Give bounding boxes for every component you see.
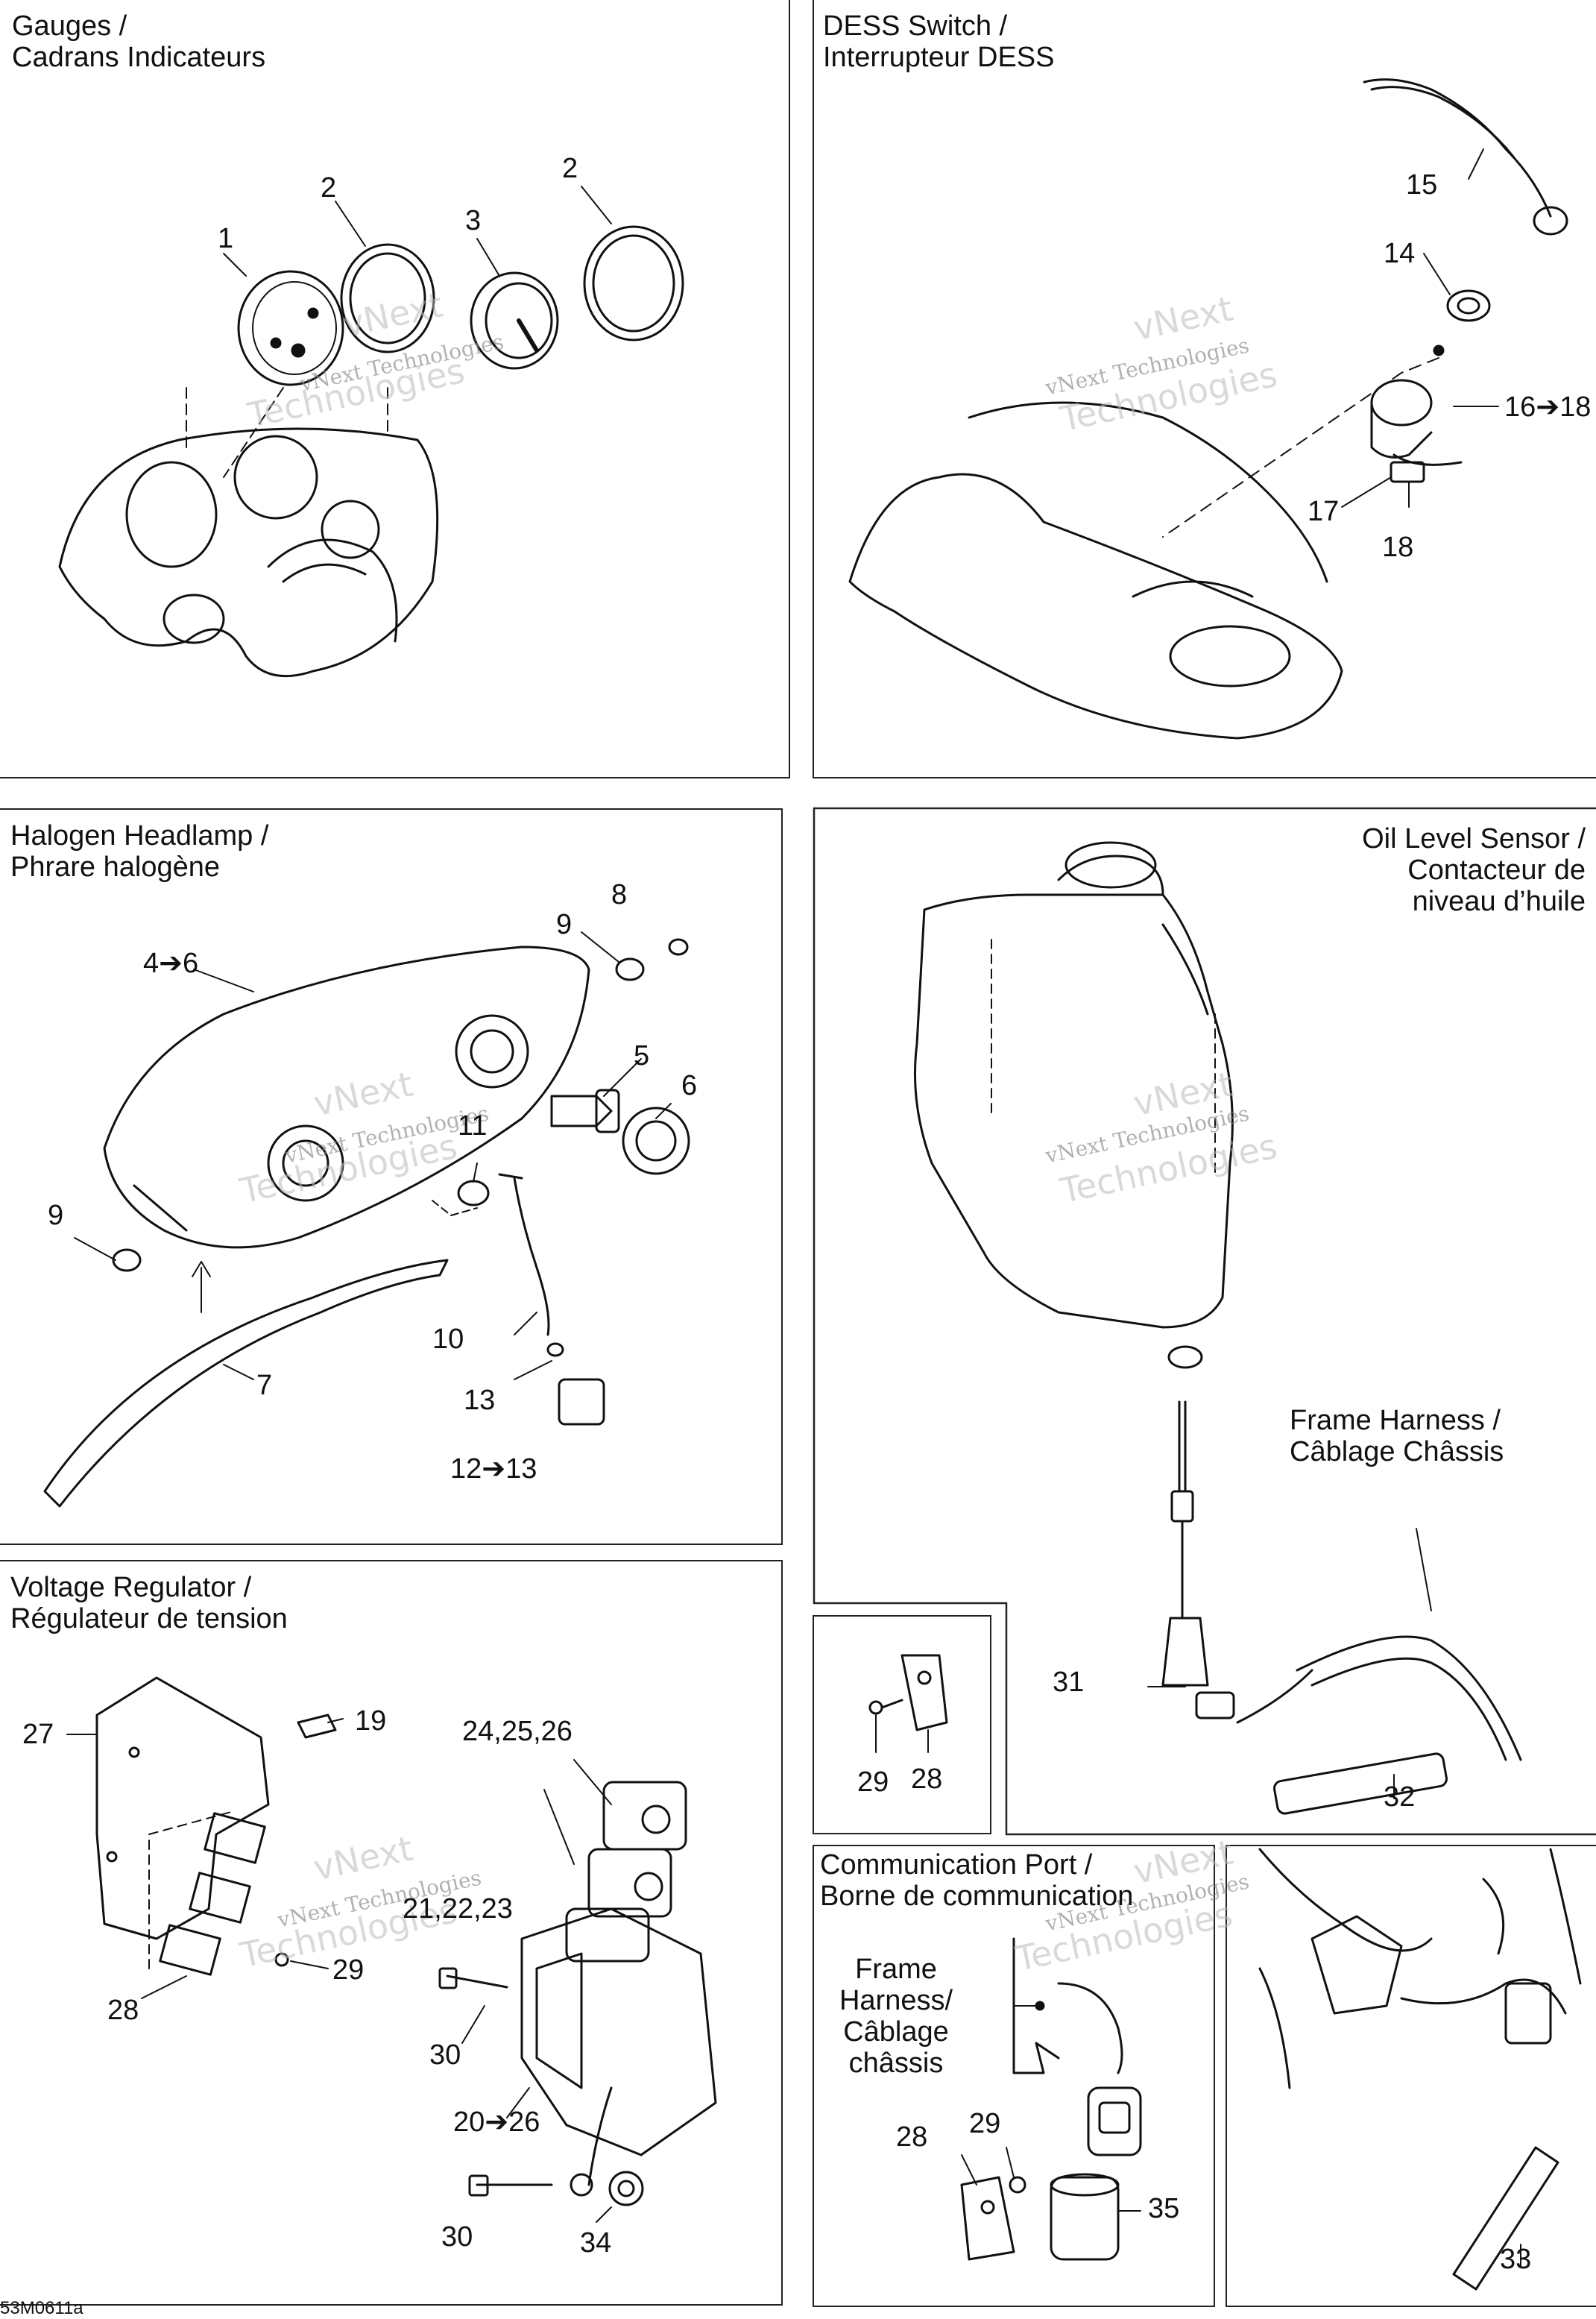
panel-halogen-headlamp [0, 808, 783, 1545]
panel-gauges [0, 0, 790, 778]
voltage-regulator-body [520, 1907, 717, 2156]
harness-mounting-area [1258, 1848, 1582, 2089]
callout-17: 17 [1308, 496, 1340, 527]
panel-oil-level-sensor [813, 807, 1596, 1836]
frame-harness-comm [1012, 1937, 1123, 2074]
oil-level-sensor-title: Oil Level Sensor / Contacteur de niveau … [1362, 823, 1586, 917]
callout-7: 7 [256, 1370, 273, 1401]
callout-21-22-23: 21,22,23 [403, 1893, 513, 1925]
drawing-reference-code: 53M0611a [0, 2298, 83, 2318]
oil-sensor-grommet [1167, 1345, 1203, 1369]
gauges-title: Gauges / Cadrans Indicateurs [12, 10, 266, 73]
gauge-bezel-ring-right [583, 225, 684, 342]
dess-switch-nut [1446, 289, 1491, 322]
panel-voltage-regulator [0, 1560, 783, 2306]
mounting-bracket-28 [900, 1654, 948, 1731]
callout-5: 5 [634, 1040, 650, 1072]
callout-6: 6 [681, 1070, 698, 1101]
grommet-9-bottom [112, 1248, 142, 1272]
voltage-regulator-title: Voltage Regulator / Régulateur de tensio… [10, 1572, 288, 1634]
callout-13: 13 [464, 1385, 496, 1416]
callout-19: 19 [355, 1705, 387, 1737]
callout-14: 14 [1384, 238, 1416, 269]
callout-18: 18 [1382, 532, 1414, 563]
regulator-connectors [565, 1781, 687, 1963]
callout-28: 28 [911, 1763, 943, 1795]
callout-34: 34 [580, 2227, 612, 2259]
nut-8 [668, 938, 689, 956]
callout-9: 9 [556, 909, 573, 940]
callout-16-18: 16➔18 [1504, 391, 1592, 423]
callout-31: 31 [1053, 1667, 1085, 1698]
callout-24-25-26: 24,25,26 [462, 1716, 573, 1747]
comm-connector [1087, 2086, 1142, 2156]
regulator-support-27 [95, 1676, 270, 1940]
callout-28: 28 [107, 1995, 139, 2026]
callout-29: 29 [969, 2108, 1001, 2139]
callout-3: 3 [465, 205, 482, 236]
callout-28: 28 [896, 2121, 928, 2153]
callout-2: 2 [562, 153, 578, 184]
clip-strips-28 [159, 1812, 266, 1976]
grommet-9-top [615, 957, 645, 981]
oil-tank [914, 841, 1234, 1329]
bolt-30-top [438, 1967, 508, 1989]
frame-harness-comm-label: Frame Harness/ Câblage châssis [839, 1954, 953, 2079]
speedometer-gauge [237, 270, 344, 386]
callout-4-6: 4➔6 [143, 948, 199, 979]
edge-trim-33 [1452, 2146, 1559, 2291]
heat-shrink-sleeve-32 [1273, 1752, 1448, 1815]
grommet-11 [457, 1180, 490, 1206]
halogen-headlamp-title: Halogen Headlamp / Phrare halogène [10, 820, 269, 883]
callout-8: 8 [611, 879, 628, 910]
headlamp-lens-strip [43, 1259, 449, 1508]
bolt-19 [297, 1714, 337, 1739]
callout-35: 35 [1148, 2193, 1180, 2224]
tachometer-gauge [470, 271, 559, 370]
callout-12-13: 12➔13 [450, 1453, 537, 1485]
callout-32: 32 [1384, 1781, 1416, 1813]
ground-wire [570, 2086, 613, 2197]
steering-cover [848, 401, 1343, 740]
callout-30: 30 [429, 2039, 461, 2071]
panel-dess-switch [813, 0, 1596, 778]
dess-switch-body [1370, 379, 1463, 483]
callout-9: 9 [48, 1200, 64, 1231]
dess-lanyard [1363, 78, 1568, 236]
callout-27: 27 [22, 1719, 54, 1750]
callout-29: 29 [332, 1954, 365, 1986]
gauge-cluster-housing [58, 427, 439, 678]
headlamp-bulb [550, 1089, 620, 1133]
comm-screw-29 [1009, 2176, 1026, 2194]
bulb-retaining-ring [622, 1107, 690, 1175]
gauge-bezel-ring-left [340, 243, 435, 353]
lock-washer-34 [608, 2171, 644, 2206]
callout-30: 30 [441, 2221, 473, 2253]
dess-switch-title: DESS Switch / Interrupteur DESS [823, 10, 1055, 73]
screw-29-regulator [274, 1952, 289, 1967]
callout-20-26: 20➔26 [453, 2106, 540, 2138]
panel-bracket-detail [813, 1615, 991, 1834]
screw-29-detail [868, 1699, 903, 1715]
callout-2: 2 [321, 172, 337, 204]
callout-11: 11 [458, 1110, 488, 1142]
comm-bracket-28 [960, 2176, 1015, 2261]
connector-12 [546, 1342, 605, 1426]
callout-29: 29 [857, 1766, 889, 1798]
panel-communication-port [813, 1845, 1215, 2307]
oil-level-sensor-probe [1161, 1400, 1235, 1719]
vent-tube-10 [498, 1173, 550, 1336]
comm-cap-35 [1050, 2173, 1120, 2261]
callout-10: 10 [432, 1324, 464, 1355]
headlamp-housing [103, 945, 590, 1249]
frame-harness [1236, 1635, 1522, 1761]
callout-33: 33 [1500, 2244, 1532, 2275]
callout-15: 15 [1406, 169, 1438, 201]
callout-1: 1 [218, 223, 234, 254]
frame-harness-label: Frame Harness / Câblage Châssis [1290, 1405, 1504, 1467]
bolt-30-bottom [468, 2174, 553, 2197]
communication-port-title: Communication Port / Borne de communicat… [820, 1849, 1134, 1912]
